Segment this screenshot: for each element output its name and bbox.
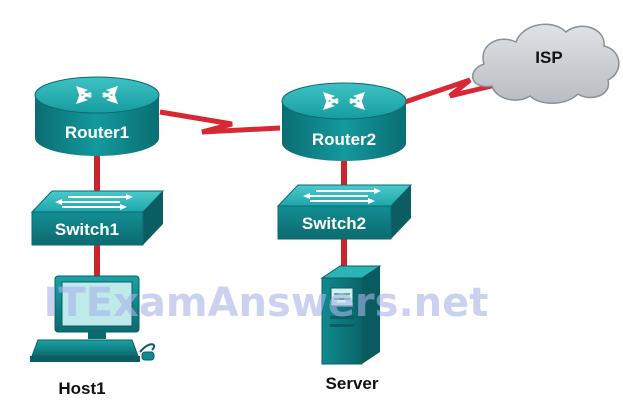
router2-label: Router2 (312, 130, 376, 149)
router-arrows-icon (323, 92, 365, 110)
router1-label: Router1 (65, 123, 129, 142)
switch-arrows-icon (55, 194, 133, 210)
host1-label: Host1 (58, 379, 105, 398)
pc-host1: Host1 (30, 275, 156, 398)
server-label: Server (326, 374, 379, 393)
serial-link-router1-router2 (159, 109, 281, 135)
isp-label: ISP (535, 48, 562, 67)
serial-link-router2-isp (404, 77, 501, 105)
switch2-label: Switch2 (302, 214, 366, 233)
server-icon (320, 265, 382, 365)
router-arrows-icon (76, 86, 118, 104)
switch-switch1: Switch1 (30, 190, 165, 246)
isp-cloud: ISP (472, 23, 620, 104)
cloud-icon (472, 23, 620, 104)
switch-arrows-icon (303, 188, 381, 204)
switch1-label: Switch1 (55, 220, 119, 239)
server-server: Server (320, 265, 382, 393)
pc-icon (30, 275, 156, 362)
router-router1: Router1 (34, 76, 160, 156)
watermark-text: ITExamAnswers.net (44, 280, 489, 326)
switch-switch2: Switch2 (276, 184, 413, 240)
router-router2: Router2 (281, 82, 407, 161)
